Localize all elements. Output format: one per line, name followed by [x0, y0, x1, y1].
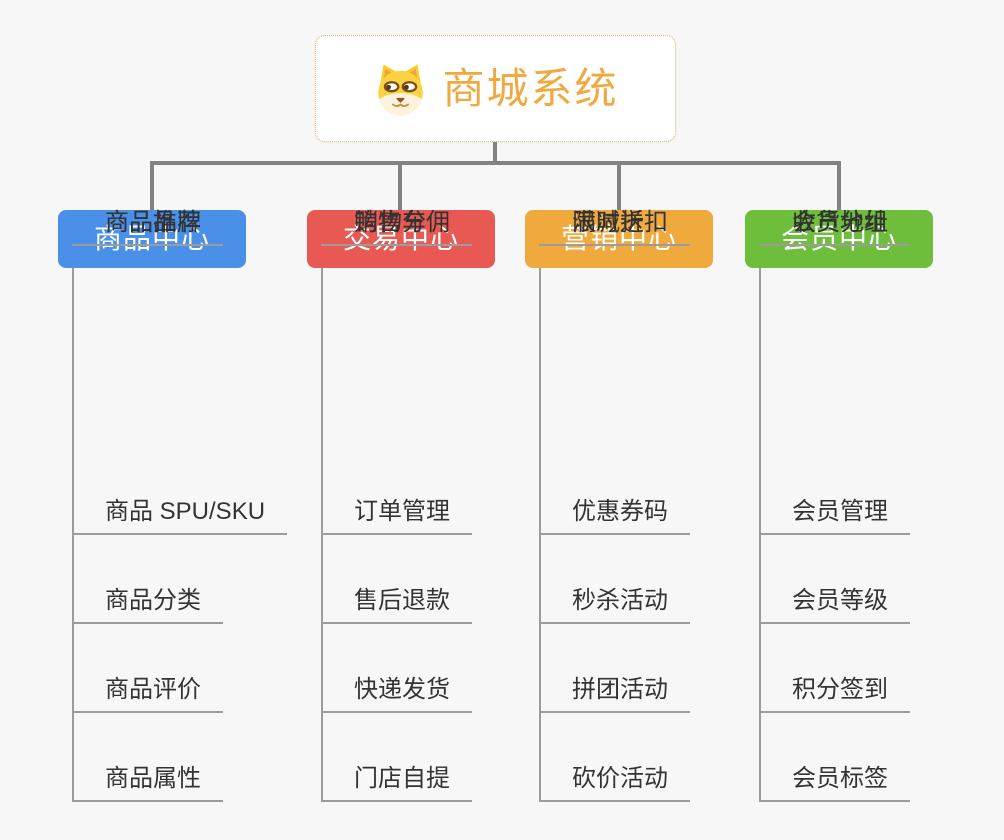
leaf-label: 商品品牌	[105, 209, 201, 236]
leaf-node[interactable]: 销售分佣	[321, 210, 472, 246]
leaf-label: 商品推荐	[105, 209, 201, 236]
branch-member-center: 会员中心 会员管理 会员等级 积分签到 会员标签 会员分组 收货地址	[745, 210, 1004, 810]
leaf-node[interactable]: 砍价活动	[539, 766, 690, 802]
connector-root-stub	[493, 142, 497, 163]
branch-header-member-center[interactable]: 会员中心	[745, 210, 933, 268]
leaf-node[interactable]: 订单管理	[321, 499, 472, 535]
leaf-node[interactable]: 拼团活动	[539, 677, 690, 713]
branch-trade-center: 交易中心 订单管理 售后退款 快递发货 门店自提 购物车 销售分佣	[307, 210, 567, 810]
leaf-label: 销售分佣	[354, 209, 450, 236]
leaf-node[interactable]: 商品 SPU/SKU	[72, 498, 288, 535]
branch-label: 商品中心	[93, 223, 210, 254]
leaf-label: 拼团活动	[572, 676, 668, 703]
leaf-label: 快递发货	[354, 676, 450, 703]
connector-drop-member	[837, 163, 841, 210]
leaf-node[interactable]: 满减送	[539, 210, 666, 246]
leaf-node[interactable]: 优惠券码	[539, 499, 690, 535]
leaf-label: 购物车	[354, 209, 426, 236]
leaf-node[interactable]: 会员分组	[759, 210, 910, 246]
leaf-label: 优惠券码	[572, 498, 668, 525]
leaf-label: 积分签到	[792, 676, 888, 703]
leaf-label: 会员管理	[792, 498, 888, 525]
leaf-label: 商品属性	[105, 765, 201, 792]
leaf-label: 收货地址	[792, 209, 888, 236]
leaf-label: 订单管理	[354, 498, 450, 525]
branch-label: 营销中心	[560, 223, 677, 254]
leaf-label: 会员分组	[792, 209, 888, 236]
connector-drop-trade	[398, 163, 402, 210]
leaf-label: 会员等级	[792, 587, 888, 614]
leaf-label: 满减送	[572, 209, 644, 236]
leaf-node[interactable]: 售后退款	[321, 588, 472, 624]
branch-marketing-center: 营销中心 优惠券码 秒杀活动 拼团活动 砍价活动 限时折扣 满减送	[525, 210, 785, 810]
leaf-label: 会员标签	[792, 765, 888, 792]
root-title: 商城系统	[442, 64, 619, 112]
connector-horizontal-bar	[150, 161, 841, 165]
branch-header-product-center[interactable]: 商品中心	[58, 210, 246, 268]
leaf-node[interactable]: 快递发货	[321, 677, 472, 713]
leaf-label: 秒杀活动	[572, 587, 668, 614]
leaf-label: 限时折扣	[572, 209, 668, 236]
leaf-node[interactable]: 商品属性	[72, 766, 223, 802]
leaf-node[interactable]: 商品品牌	[72, 210, 223, 246]
root-node[interactable]: 商城系统	[315, 35, 676, 142]
leaf-node[interactable]: 秒杀活动	[539, 588, 690, 624]
leaf-node[interactable]: 商品分类	[72, 588, 223, 624]
leaf-node[interactable]: 会员管理	[759, 499, 910, 535]
leaf-node[interactable]: 会员标签	[759, 766, 910, 802]
leaf-label: 门店自提	[354, 765, 450, 792]
branch-header-marketing-center[interactable]: 营销中心	[525, 210, 713, 268]
leaf-node[interactable]: 收货地址	[759, 210, 910, 246]
leaf-node[interactable]: 积分签到	[759, 677, 910, 713]
leaf-label: 商品评价	[105, 676, 201, 703]
branch-label: 交易中心	[342, 223, 459, 254]
leaf-node[interactable]: 商品评价	[72, 677, 223, 713]
branch-label: 会员中心	[780, 223, 897, 254]
branch-product-center: 商品中心 商品 SPU/SKU 商品分类 商品评价 商品属性 商品推荐 商品品牌	[58, 210, 318, 810]
connector-drop-product	[150, 163, 154, 210]
branch-header-trade-center[interactable]: 交易中心	[307, 210, 495, 268]
doge-icon	[372, 60, 429, 117]
leaf-label: 商品分类	[105, 587, 201, 614]
leaf-label: 砍价活动	[572, 765, 668, 792]
leaf-label: 售后退款	[354, 587, 450, 614]
leaf-node[interactable]: 会员等级	[759, 588, 910, 624]
leaf-node[interactable]: 门店自提	[321, 766, 472, 802]
leaf-label: 商品 SPU/SKU	[105, 498, 266, 525]
connector-drop-marketing	[617, 163, 621, 210]
